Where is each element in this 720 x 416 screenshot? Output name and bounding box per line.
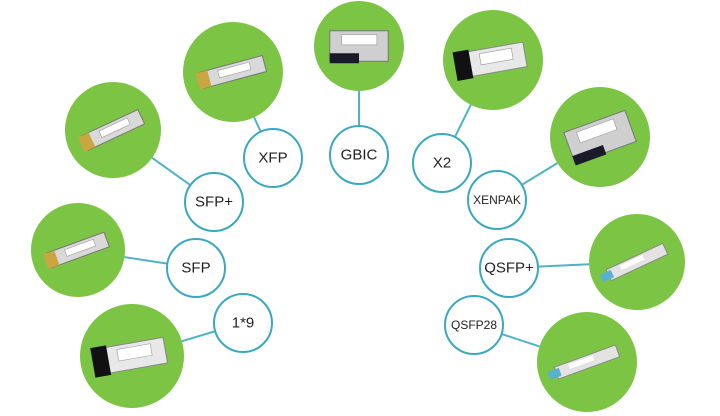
label-1x9: 1*9 bbox=[232, 315, 255, 332]
label-circle-sfp: SFP bbox=[166, 238, 226, 298]
connector-line-qsfp-plus bbox=[537, 263, 590, 268]
label-sfp: SFP bbox=[181, 260, 210, 277]
label-circle-1x9: 1*9 bbox=[213, 293, 273, 353]
connector-line-qsfp28 bbox=[501, 333, 540, 348]
label-circle-xenpak: XENPAK bbox=[467, 170, 527, 230]
module-images bbox=[31, 1, 685, 412]
label-circle-qsfp28: QSFP28 bbox=[444, 295, 504, 355]
xfp-module-icon bbox=[183, 22, 283, 122]
label-circle-xfp: XFP bbox=[243, 128, 303, 188]
x2-module-icon bbox=[443, 10, 543, 110]
label-qsfp28: QSFP28 bbox=[451, 318, 497, 332]
label-circle-x2: X2 bbox=[412, 133, 472, 193]
connector-line-sfp bbox=[124, 256, 168, 265]
connector-line-x2 bbox=[453, 104, 472, 138]
label-qsfp-plus: QSFP+ bbox=[484, 260, 534, 277]
label-sfp-plus: SFP+ bbox=[195, 194, 233, 211]
qsfp-plus-module-icon bbox=[589, 214, 685, 310]
xenpak-module-icon bbox=[550, 87, 650, 187]
label-xfp: XFP bbox=[258, 150, 287, 167]
label-circle-gbic: GBIC bbox=[329, 125, 389, 185]
connector-line-xfp bbox=[253, 116, 262, 133]
qsfp28-module-icon bbox=[537, 312, 637, 412]
sfp-module-icon bbox=[31, 203, 125, 297]
label-xenpak: XENPAK bbox=[473, 193, 521, 207]
connector-line-sfp-plus bbox=[151, 157, 191, 186]
1x9-module-icon bbox=[80, 304, 184, 408]
connector-line-xenpak bbox=[521, 162, 558, 186]
label-circle-qsfp-plus: QSFP+ bbox=[479, 238, 539, 298]
connector-lines bbox=[124, 91, 590, 348]
gbic-module-icon bbox=[314, 1, 404, 91]
label-x2: X2 bbox=[433, 155, 451, 172]
sfp-plus-module-icon bbox=[65, 82, 161, 178]
label-circle-sfp-plus: SFP+ bbox=[184, 172, 244, 232]
connector-line-1x9 bbox=[181, 330, 216, 343]
label-gbic: GBIC bbox=[341, 147, 378, 164]
